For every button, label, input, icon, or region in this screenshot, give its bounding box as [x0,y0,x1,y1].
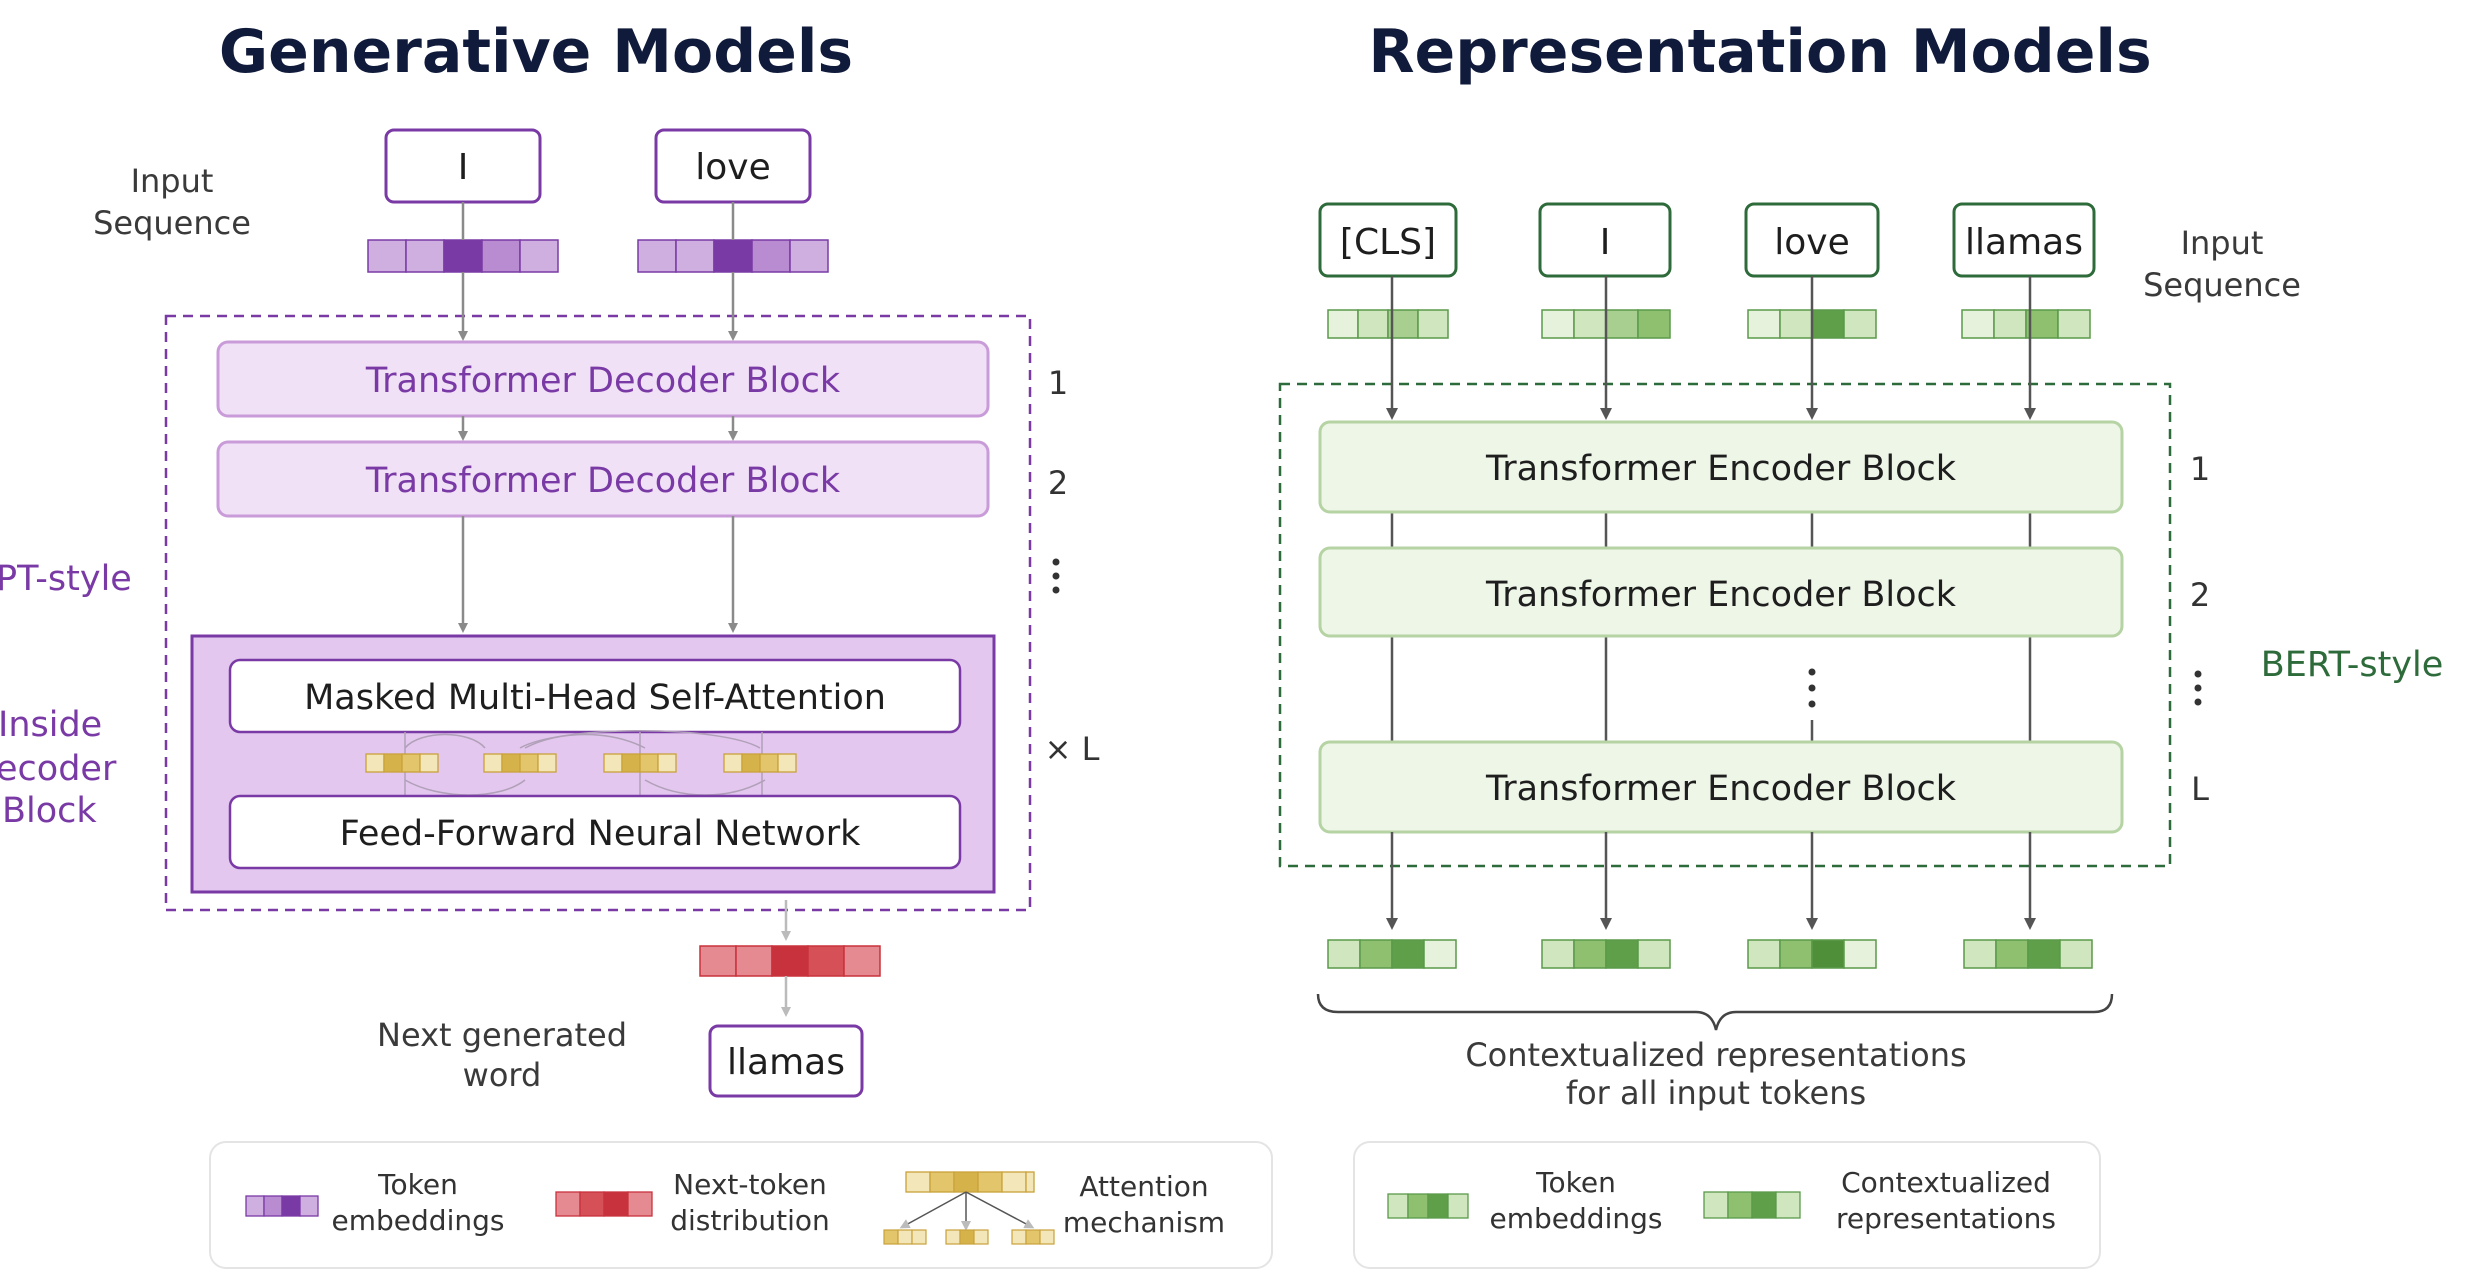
rep-legend-token-1: Token [1535,1166,1616,1199]
decoder-block-1-label: Transformer Decoder Block [365,361,841,401]
rep-legend-context-1: Contextualized [1841,1166,2051,1199]
gen-repeat-label: × L [1045,730,1100,768]
ffn-box [228,794,962,870]
gen-token-love: love [695,147,770,188]
rep-layer-number-2: 2 [2190,576,2210,614]
rep-output-llamas [1963,939,2093,969]
rep-layer-ellipsis [2194,670,2202,706]
gen-legend-attention-2: mechanism [1063,1206,1225,1239]
rep-middle-ellipsis [1808,668,1816,708]
generative-title: Generative Models [219,17,853,87]
encoder-block-2-label: Transformer Encoder Block [1485,575,1957,615]
gen-legend-next-1: Next-token [673,1168,827,1201]
encoder-block-l [1318,740,2124,834]
rep-legend-token-2: embeddings [1490,1202,1663,1235]
next-token-distribution [699,945,881,977]
gen-embedding-i [367,239,559,273]
rep-output-caption-1: Contextualized representations [1465,1036,1966,1074]
gen-legend-token-swatch [245,1195,319,1217]
gen-legend-attention-1: Attention [1079,1170,1208,1203]
attention-token-3 [603,753,677,773]
attention-token-1 [365,753,439,773]
ffn-label: Feed-Forward Neural Network [340,814,861,854]
gen-side-label-style: PT-style [0,559,132,599]
gen-layer-number-2: 2 [1048,464,1068,502]
gen-token-i: I [458,147,469,188]
rep-input-label-2: Sequence [2143,266,2301,304]
rep-token-llamas: llamas [1965,222,2083,263]
gen-embedding-love [637,239,829,273]
rep-output-i [1541,939,1671,969]
gen-side-label-inside-2: ecoder [0,749,117,789]
attention-token-4 [723,753,797,773]
rep-embedding-llamas [1961,309,2091,339]
rep-token-i: I [1600,222,1611,263]
rep-embedding-love [1747,309,1877,339]
encoder-block-1 [1318,420,2124,514]
gen-input-label-1: Input [131,162,214,200]
gen-legend-attention-swatch [883,1171,1055,1245]
gen-layer-number-1: 1 [1048,364,1068,402]
gen-legend-token-2: embeddings [332,1204,505,1237]
attention-token-2 [483,753,557,773]
encoder-block-2 [1318,546,2124,638]
gen-next-label-1: Next generated [377,1016,627,1054]
rep-legend-context-swatch [1703,1191,1801,1219]
encoder-block-l-label: Transformer Encoder Block [1485,769,1957,809]
gen-layer-ellipsis [1052,558,1060,594]
gen-side-label-inside-3: Block [2,791,97,831]
representation-title: Representation Models [1368,17,2151,87]
rep-token-box-cls [1318,202,1458,278]
rep-layer-number-1: 1 [2190,450,2210,488]
rep-input-label-1: Input [2181,224,2264,262]
rep-output-cls [1327,939,1457,969]
rep-token-cls: [CLS] [1340,222,1436,263]
rep-embedding-cls [1327,309,1449,339]
gen-output-token-box [708,1024,864,1098]
encoder-block-1-label: Transformer Encoder Block [1485,449,1957,489]
decoder-stack-container [164,314,1032,912]
gen-side-label-inside-1: Inside [0,705,102,745]
rep-side-label: BERT-style [2261,645,2444,685]
decoder-block-2 [216,440,990,518]
rep-legend-context-2: representations [1836,1202,2056,1235]
encoder-stack-container [1278,382,2172,868]
rep-token-box-llamas [1952,202,2096,278]
decoder-block-2-label: Transformer Decoder Block [365,461,841,501]
output-brace [1316,993,2114,1031]
gen-legend-next-2: distribution [670,1204,830,1237]
decoder-block-1 [216,340,990,418]
gen-input-label-2: Sequence [93,204,251,242]
rep-output-caption-2: for all input tokens [1566,1074,1866,1112]
rep-embedding-i [1541,309,1671,339]
gen-output-token: llamas [727,1042,845,1083]
gen-next-label-2: word [463,1056,542,1094]
gen-legend-token-1: Token [377,1168,458,1201]
rep-legend-token-swatch [1387,1193,1469,1219]
gen-legend-next-swatch [555,1191,653,1217]
rep-layer-number-l: L [2191,770,2209,808]
rep-token-love: love [1774,222,1849,263]
rep-output-love [1747,939,1877,969]
masked-attention-label: Masked Multi-Head Self-Attention [304,678,886,718]
